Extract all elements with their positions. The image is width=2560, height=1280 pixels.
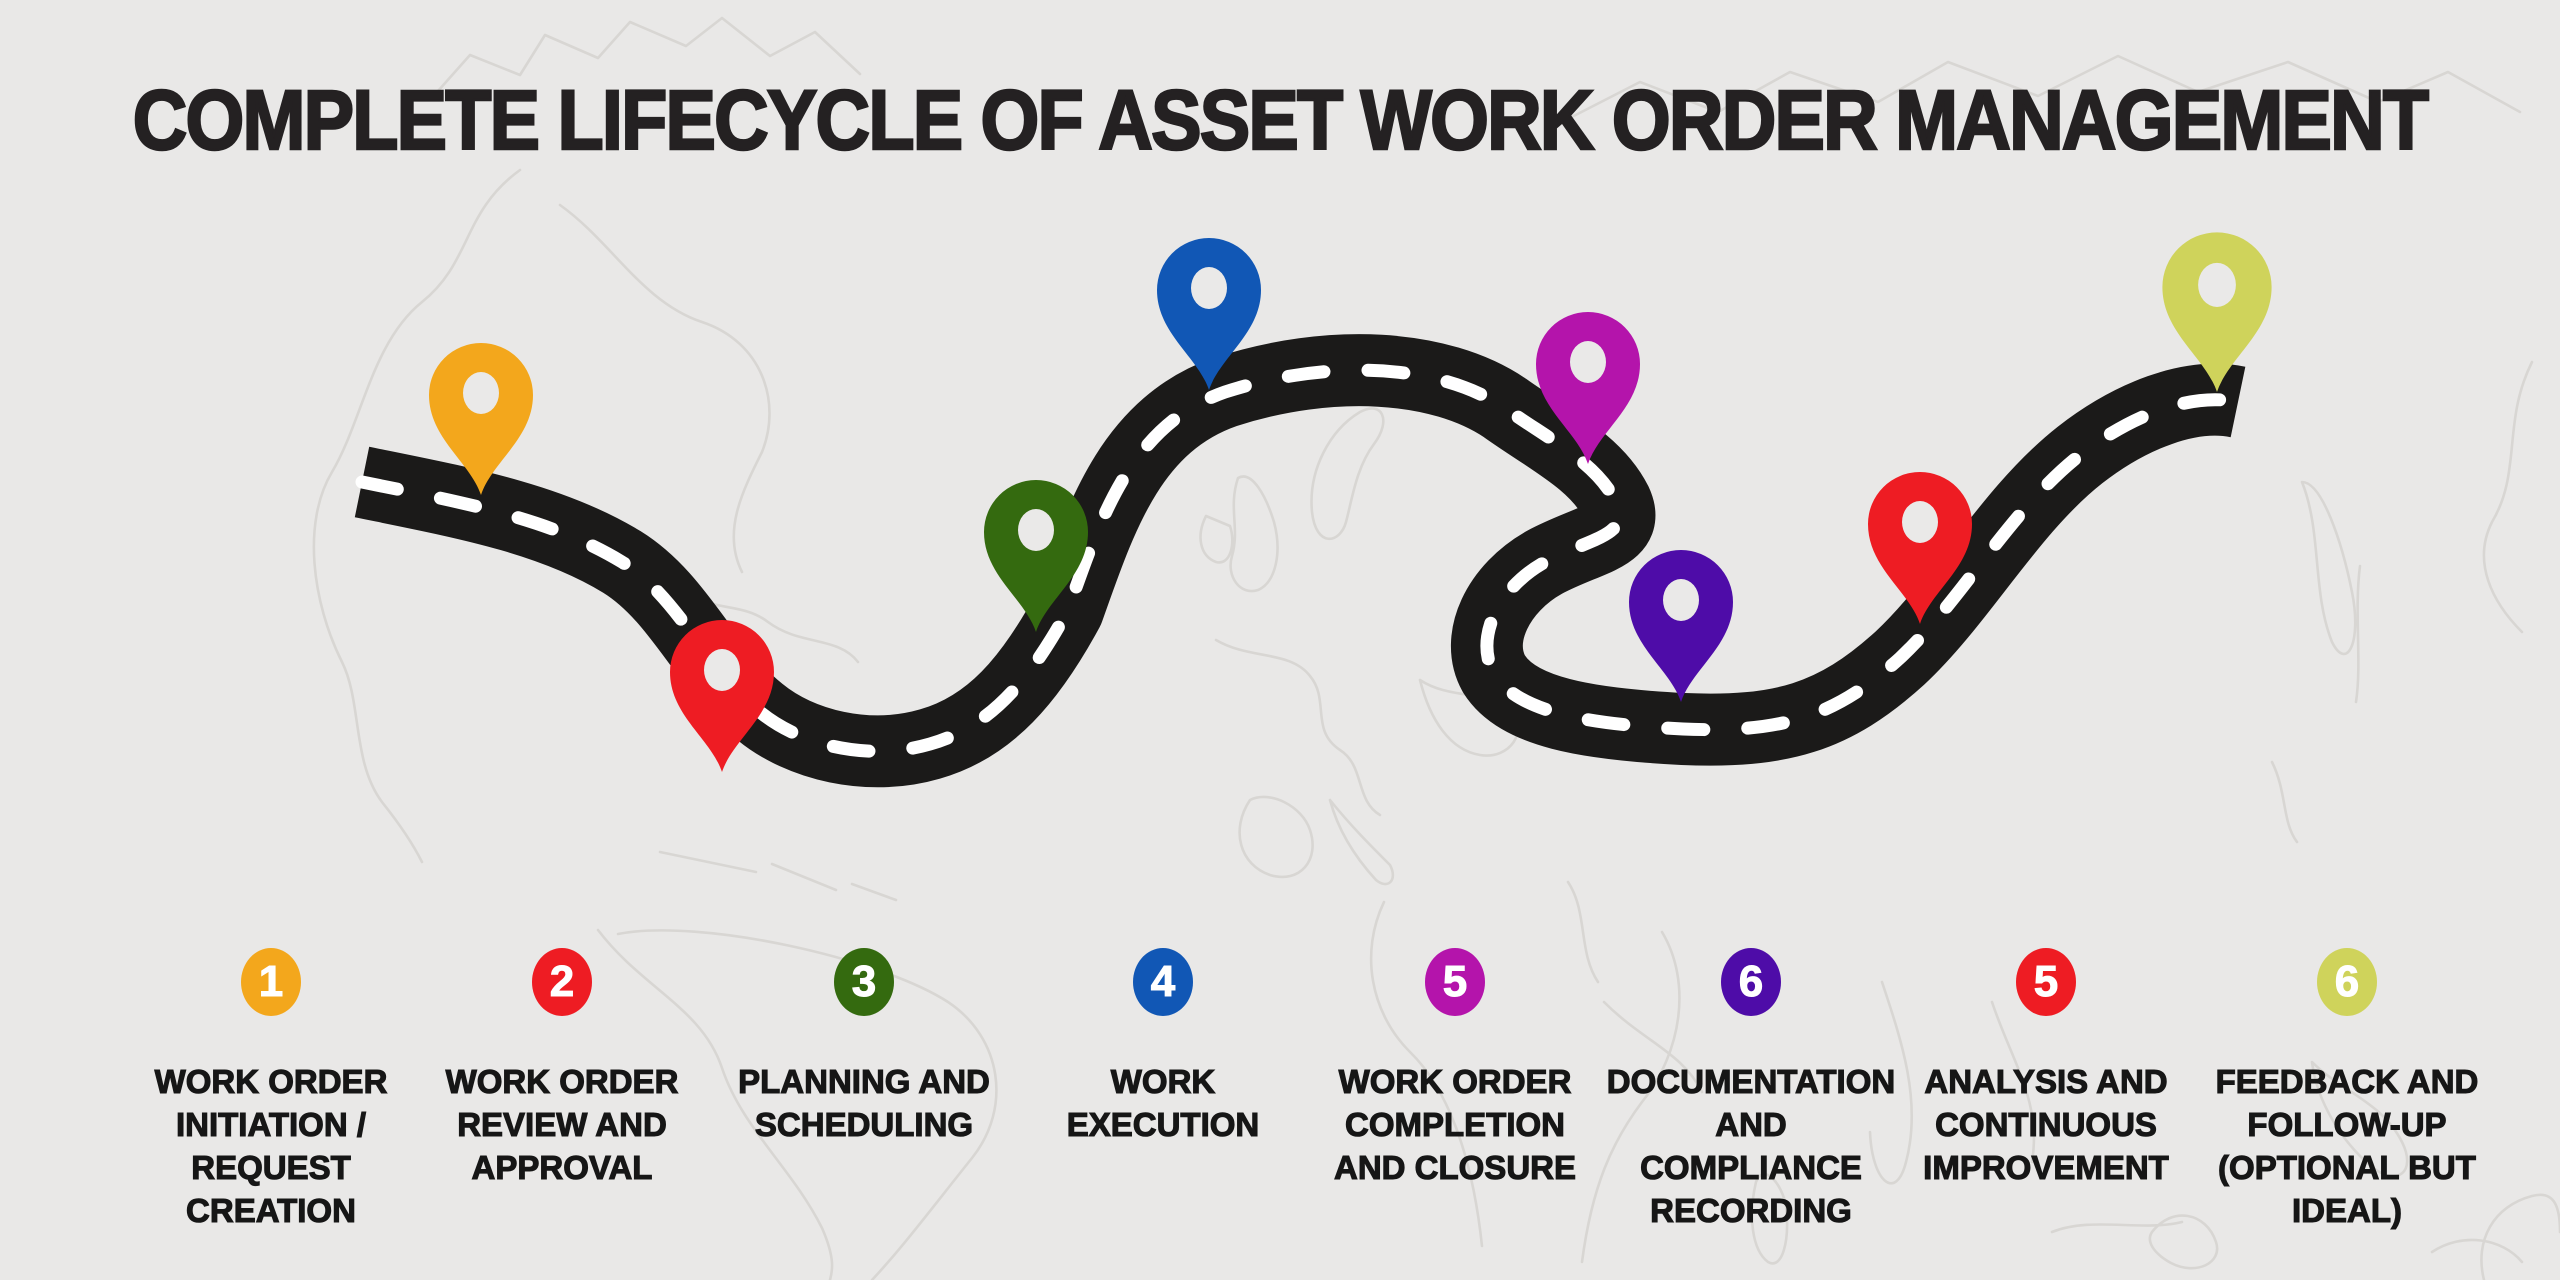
map-outline-path xyxy=(558,203,771,574)
map-outline-path xyxy=(2148,1214,2219,1270)
map-outline-path xyxy=(658,850,898,902)
step-label: FEEDBACK AND FOLLOW-UP (OPTIONAL BUT IDE… xyxy=(2215,1062,2479,1229)
step-item-6: 6 DOCUMENTATION AND COMPLIANCE RECORDING xyxy=(1601,948,1901,1232)
map-outline-path xyxy=(2354,564,2362,704)
step-number-badge: 6 xyxy=(1721,948,1781,1016)
pin-body xyxy=(1868,472,1972,624)
magenta-map-pin xyxy=(1536,312,1640,464)
road-center-dashes xyxy=(355,363,2245,758)
map-outline-path xyxy=(2270,760,2299,844)
step-number: 1 xyxy=(258,957,284,1006)
step-item-1: 1 WORK ORDER INITIATION / REQUEST CREATI… xyxy=(121,948,421,1232)
step-label: WORK ORDER COMPLETION AND CLOSURE xyxy=(1333,1062,1576,1186)
step-number: 2 xyxy=(549,957,575,1006)
map-outline-path xyxy=(1566,880,1704,1094)
map-outline-path xyxy=(1238,795,1314,879)
map-outline-path xyxy=(428,16,862,102)
step-number-badge: 3 xyxy=(834,948,894,1016)
step-number-badge: 4 xyxy=(1133,948,1193,1016)
pin-body xyxy=(984,480,1088,632)
pin-hole xyxy=(1663,579,1699,621)
step-item-3: 3 PLANNING AND SCHEDULING xyxy=(714,948,1014,1146)
map-outline-path xyxy=(2482,360,2534,634)
step-number: 6 xyxy=(2334,957,2360,1006)
step-label: PLANNING AND SCHEDULING xyxy=(738,1062,991,1143)
map-outline-path xyxy=(616,929,998,1280)
step-number: 3 xyxy=(851,957,877,1006)
pin-hole xyxy=(2198,262,2236,307)
pin-body xyxy=(1629,550,1733,702)
map-outline-path xyxy=(1310,407,1385,541)
step-number-badge: 5 xyxy=(2016,948,2076,1016)
pin-body xyxy=(1536,312,1640,464)
step-item-5: 5 WORK ORDER COMPLETION AND CLOSURE xyxy=(1305,948,1605,1189)
map-outline-path xyxy=(2300,480,2357,656)
map-outline-path xyxy=(1328,798,1395,886)
step-number-badge: 6 xyxy=(2317,948,2377,1016)
step-number-badge: 1 xyxy=(241,948,301,1016)
map-outline-path xyxy=(1990,1000,2184,1234)
orange-map-pin xyxy=(429,343,533,495)
blue-map-pin xyxy=(1157,238,1261,390)
yellow-green-map-pin xyxy=(2162,232,2272,392)
step-number: 5 xyxy=(2033,957,2059,1006)
red-map-pin xyxy=(1868,472,1972,624)
map-outline-path xyxy=(1214,638,1382,817)
step-label: WORK ORDER INITIATION / REQUEST CREATION xyxy=(154,1062,388,1229)
pin-hole xyxy=(704,649,740,691)
pin-hole xyxy=(463,372,499,414)
map-outline-path xyxy=(2430,1238,2524,1264)
map-outline-path xyxy=(1560,54,2522,124)
step-label: WORK EXECUTION xyxy=(1066,1062,1260,1143)
pin-hole xyxy=(1570,341,1606,383)
step-label: DOCUMENTATION AND COMPLIANCE RECORDING xyxy=(1606,1062,1896,1229)
step-item-4: 4 WORK EXECUTION xyxy=(1013,948,1313,1146)
step-label: WORK ORDER REVIEW AND APPROVAL xyxy=(445,1062,679,1186)
step-number: 4 xyxy=(1150,957,1176,1006)
world-map-outline xyxy=(312,16,2560,1280)
map-outline-path xyxy=(1229,475,1279,593)
page-title: COMPLETE LIFECYCLE OF ASSET WORK ORDER M… xyxy=(132,72,2431,169)
pin-hole xyxy=(1191,267,1227,309)
step-number-badge: 5 xyxy=(1425,948,1485,1016)
pin-body xyxy=(1157,238,1261,390)
map-outline-path xyxy=(1369,900,1484,1248)
pin-body xyxy=(2162,232,2272,392)
step-item-7: 5 ANALYSIS AND CONTINUOUS IMPROVEMENT xyxy=(1896,948,2196,1189)
step-label: ANALYSIS AND CONTINUOUS IMPROVEMENT xyxy=(1923,1062,2170,1186)
violet-map-pin xyxy=(1629,550,1733,702)
map-outline-path xyxy=(2480,1193,2560,1280)
pin-hole xyxy=(1902,501,1938,543)
map-outline-path xyxy=(1868,980,1914,1185)
map-outline-path xyxy=(1199,514,1234,564)
steps-legend: 1 WORK ORDER INITIATION / REQUEST CREATI… xyxy=(0,948,2560,1280)
step-item-8: 6 FEEDBACK AND FOLLOW-UP (OPTIONAL BUT I… xyxy=(2197,948,2497,1232)
map-outline-path xyxy=(1580,930,1681,1264)
green-map-pin xyxy=(984,480,1088,632)
red-map-pin xyxy=(670,620,774,772)
pin-body xyxy=(429,343,533,495)
step-item-2: 2 WORK ORDER REVIEW AND APPROVAL xyxy=(412,948,712,1189)
map-outline-path xyxy=(596,928,834,1280)
step-number: 5 xyxy=(1442,957,1468,1006)
step-number: 6 xyxy=(1738,957,1764,1006)
map-outline-path xyxy=(1750,1173,1789,1265)
map-outline-path xyxy=(2310,1060,2409,1178)
map-outline-path xyxy=(312,168,522,864)
step-number-badge: 2 xyxy=(532,948,592,1016)
pin-body xyxy=(670,620,774,772)
pin-hole xyxy=(1018,509,1054,551)
